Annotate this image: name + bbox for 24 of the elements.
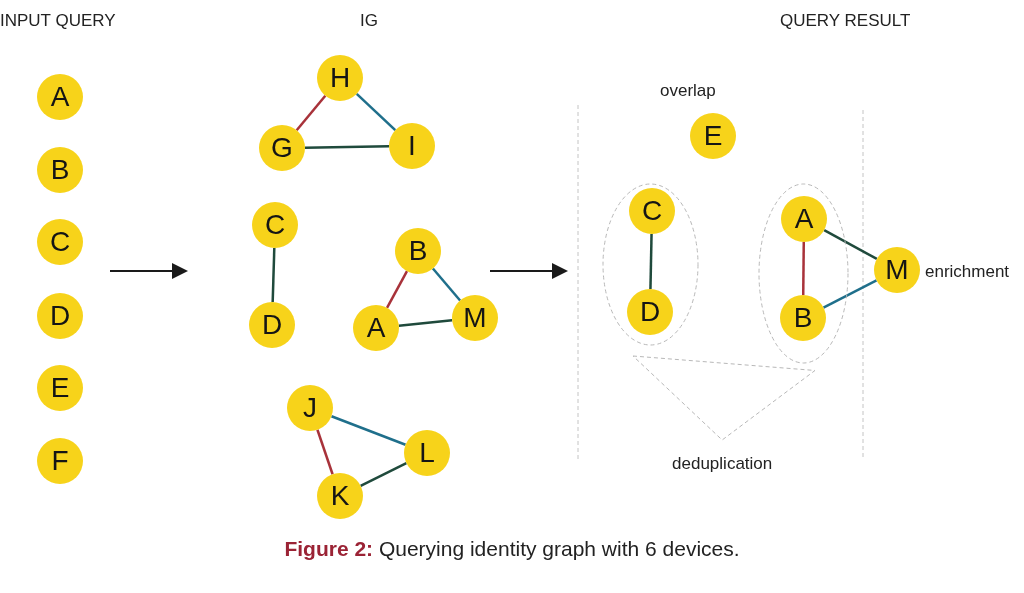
text-label: IG <box>360 10 378 32</box>
connector-line <box>355 92 397 132</box>
text-label: overlap <box>660 80 716 102</box>
dashed-ellipse <box>602 183 699 346</box>
dashed-triangle <box>632 355 816 441</box>
connector-line <box>385 270 409 309</box>
connector-line <box>316 429 334 475</box>
figure-caption: Figure 2: Querying identity graph with 6 devices. <box>283 536 741 562</box>
connector-line <box>649 233 653 290</box>
text-label: QUERY RESULT <box>780 10 911 32</box>
connector-line <box>304 145 390 149</box>
connector-line <box>295 94 327 132</box>
shape-caption: deduplication <box>672 453 773 475</box>
connector-line <box>822 279 878 309</box>
node-caption: enrichment <box>925 261 1010 283</box>
connector-line <box>331 415 406 446</box>
connector-line <box>431 267 462 302</box>
connector-line <box>398 319 453 327</box>
connector-line <box>823 228 878 261</box>
dashed-ellipse <box>758 183 849 364</box>
text-label: INPUT QUERY <box>0 10 116 32</box>
connector-line <box>360 462 407 487</box>
connector-line <box>271 247 276 303</box>
connector-line <box>802 242 805 295</box>
